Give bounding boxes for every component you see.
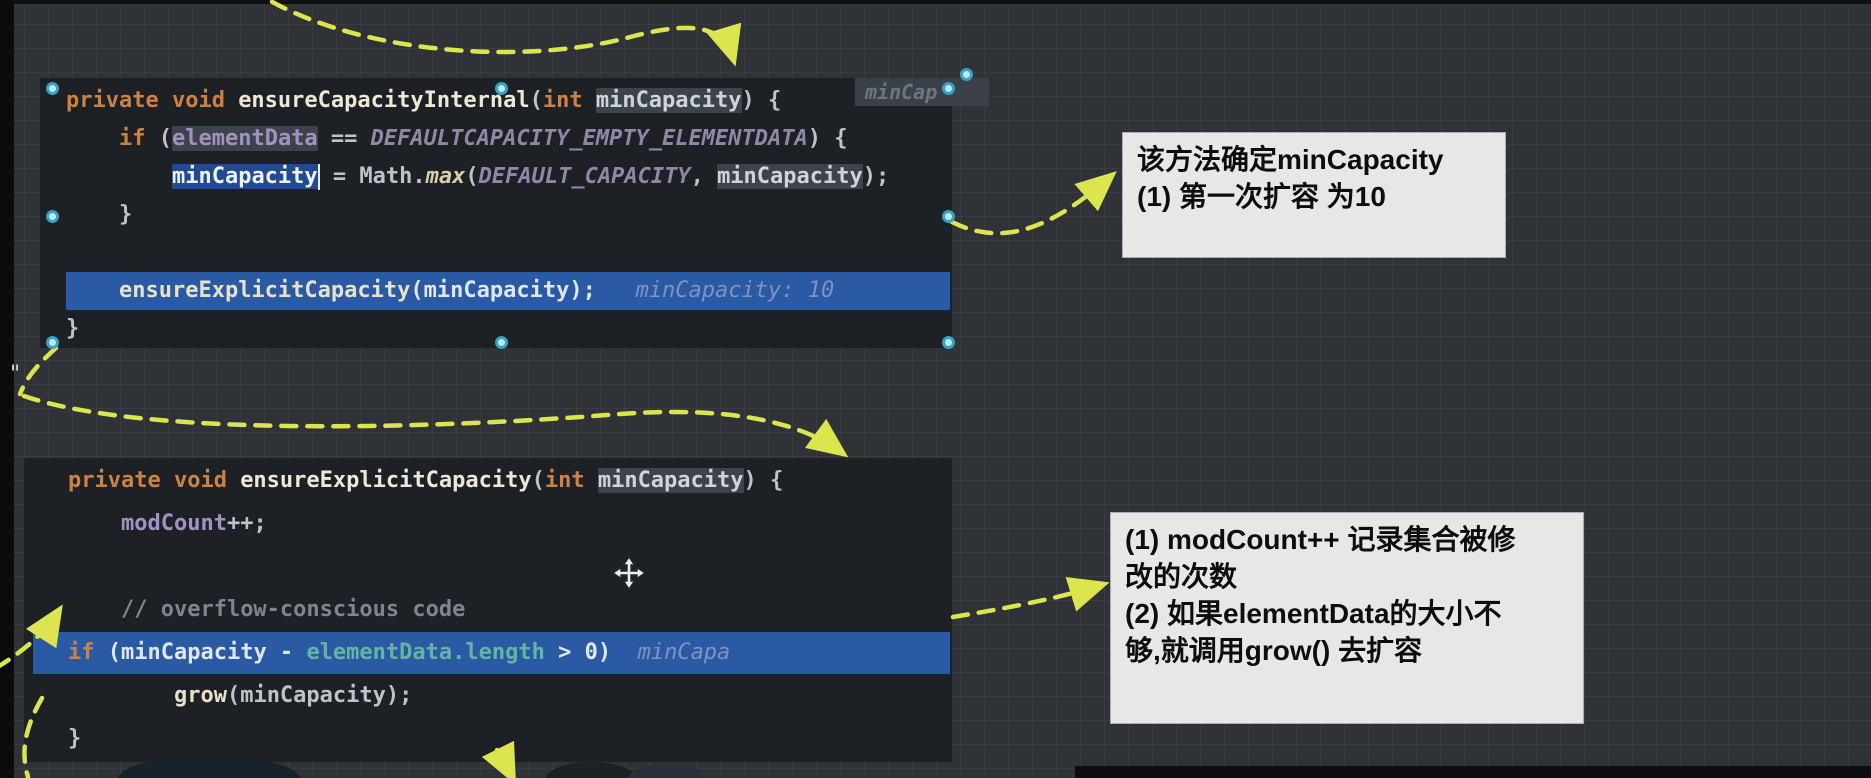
arrow-s-curve-to-block2 [21,393,849,458]
code-line-debug-highlight: if (minCapacity - elementData.length > 0… [33,632,950,674]
code-line: // overflow-conscious code [68,589,465,631]
code-token: == [317,126,371,151]
code-token: (minCapacity); [410,278,596,303]
code-token: if [68,640,108,665]
code-line: } [66,310,79,348]
text-caret [317,164,320,190]
annotation-line: (1) modCount++ 记录集合被修 [1125,524,1516,555]
code-token: ensureExplicitCapacity [118,278,411,303]
arrow-to-note1 [949,171,1117,236]
code-token: // overflow-conscious code [120,597,466,622]
debugger-inline-hint: minCapacity: 10 [595,278,835,303]
code-token: ) { [741,88,782,113]
selection-handle[interactable] [942,82,955,95]
code-token: ( [531,468,545,493]
code-token: ( [158,126,172,151]
code-token: ( [465,164,479,189]
code-token: (minCapacity - [107,640,307,665]
code-token [68,683,174,708]
code-token: } [68,726,82,751]
code-token [68,597,121,622]
code-line: if (elementData == DEFAULTCAPACITY_EMPTY… [66,120,848,158]
bottom-artifact-blob [118,756,300,778]
arrow-top-curve [264,0,742,67]
code-token: minCapacity [597,468,744,493]
code-line: } [66,196,132,234]
selection-handle[interactable] [942,210,955,223]
annotation-line: 够,就调用grow() 去扩容 [1125,635,1423,666]
code-token: minCapacity [171,164,318,189]
code-token [66,164,172,189]
code-token: elementData.length [306,640,545,665]
code-token: ); [862,164,890,189]
move-cursor-icon[interactable] [611,555,647,591]
code-token: DEFAULT_CAPACITY [478,164,691,189]
code-token: elementData [171,126,318,151]
code-token: ensureCapacityInternal [238,88,530,113]
code-token: ensureExplicitCapacity [240,468,532,493]
stray-quote-artifact: " [10,362,21,387]
selection-handle[interactable] [942,336,955,349]
code-token: minCapacity [717,164,863,189]
code-token: , [690,164,718,189]
code-snippet-ensureCapacityInternal: minCap private void ensureCapacityIntern… [40,78,989,348]
bottom-taskbar-fragment [1075,766,1871,778]
code-token [68,511,121,536]
code-token: = Math. [319,164,426,189]
selection-handle[interactable] [495,82,508,95]
code-line: minCapacity = Math.max(DEFAULT_CAPACITY,… [66,158,889,196]
debugger-inline-hint: minCapa [611,640,731,665]
code-line: grow(minCapacity); [68,675,412,717]
code-line: } [68,718,81,760]
bottom-artifact-blob [545,762,637,778]
annotation-line: (1) 第一次扩容 为10 [1137,181,1386,212]
code-line: private void ensureExplicitCapacity(int … [68,460,783,502]
code-token: max [425,164,466,189]
arrow-s-curve-left [17,345,59,397]
code-token: ) { [807,126,848,151]
code-token: private void [66,88,239,113]
ghost-artifact-box: minCap [855,78,989,106]
code-token: > 0) [544,640,612,665]
selection-handle[interactable] [46,82,59,95]
code-token: DEFAULTCAPACITY_EMPTY_ELEMENTDATA [370,126,808,151]
code-token: (minCapacity); [226,683,413,708]
selection-handle[interactable] [960,68,973,81]
code-token: } [66,202,133,227]
code-line-debug-highlight: ensureExplicitCapacity(minCapacity); min… [66,272,950,310]
code-line: private void ensureCapacityInternal(int … [66,82,781,120]
code-token: if [118,126,159,151]
code-token: private void [68,468,241,493]
code-token [66,126,119,151]
code-token: } [66,316,80,341]
code-token: int [544,468,598,493]
selection-handle[interactable] [495,336,508,349]
top-edge-bar [0,0,1871,4]
selection-handle[interactable] [46,210,59,223]
code-line: modCount++; [68,503,267,545]
code-token: modCount [120,511,227,536]
annotation-line: (2) 如果elementData的大小不 [1125,598,1502,629]
annotation-line: 改的次数 [1125,561,1238,592]
left-edge-bar [0,0,14,778]
bottom-artifact-blob [628,764,708,778]
arrow-to-note2 [950,577,1110,620]
annotation-box-modCount-grow: (1) modCount++ 记录集合被修 改的次数 (2) 如果element… [1110,512,1584,724]
code-token: grow [173,683,227,708]
annotation-box-minCapacity: 该方法确定minCapacity (1) 第一次扩容 为10 [1122,132,1506,258]
code-snippet-ensureExplicitCapacity: private void ensureExplicitCapacity(int … [24,458,952,762]
code-token: ( [529,88,543,113]
code-token: minCapacity [595,88,742,113]
code-token: ++; [226,511,267,536]
selection-handle[interactable] [46,336,59,349]
code-token: int [542,88,596,113]
code-token [66,278,119,303]
ghost-artifact-text: minCap [865,80,938,104]
code-token: ) { [743,468,784,493]
annotation-line: 该方法确定minCapacity [1137,144,1444,175]
